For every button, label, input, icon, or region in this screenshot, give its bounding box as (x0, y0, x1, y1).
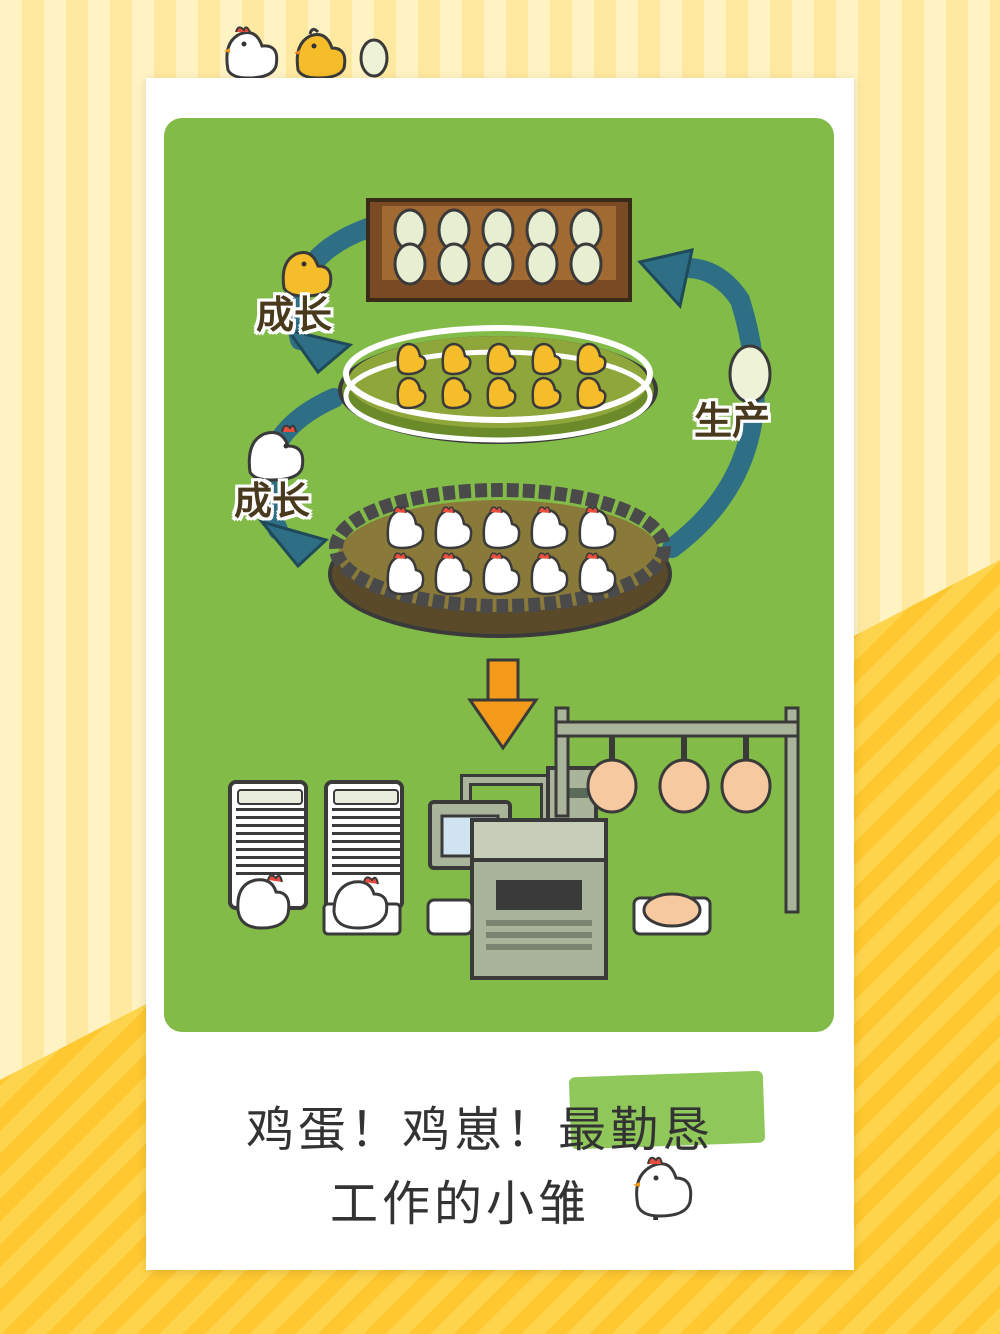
processing-machine (426, 766, 608, 980)
down-arrow-icon (467, 658, 539, 751)
chick-icon (396, 342, 427, 376)
chick-icon (576, 342, 607, 376)
chick-icon (294, 27, 347, 80)
egg-icon (393, 242, 427, 286)
egg-icon (481, 242, 515, 286)
chick-pen (338, 325, 658, 444)
chicken-icon (633, 1156, 693, 1218)
roast-chicken-icon (586, 758, 638, 814)
chicken-icon (530, 506, 569, 550)
top-icons-row (224, 26, 389, 80)
chick-icon (441, 376, 472, 410)
egg-icon (525, 242, 559, 286)
grow-label-top: 成长 (256, 293, 333, 337)
egg-icon (437, 242, 471, 286)
chicken-icon (247, 424, 305, 482)
egg-icon (728, 344, 772, 404)
chicken-icon (236, 874, 291, 930)
slogan-line1: 鸡蛋！鸡崽！最勤恳 (246, 1090, 714, 1160)
chicken-icon (386, 506, 425, 550)
chick-icon (441, 342, 472, 376)
slogan-line2-text: 工作的小雏 (330, 1176, 591, 1232)
cage-stack-left (228, 780, 308, 910)
slogan-line2: 工作的小雏! (330, 1164, 669, 1234)
chicken-icon (530, 552, 569, 596)
roast-chicken-icon (658, 758, 710, 814)
chicken-icon (434, 506, 473, 550)
grow-label-bottom: 成长 (234, 479, 311, 523)
slogan-line1-part1: 鸡蛋！鸡崽！ (246, 1102, 559, 1158)
chick-icon (486, 342, 517, 376)
hen-pen (328, 483, 672, 638)
egg-icon (569, 242, 603, 286)
chicken-icon (578, 552, 617, 596)
chicken-icon (482, 552, 521, 596)
chick-icon (396, 376, 427, 410)
plate-roast-chicken (632, 892, 712, 936)
roast-chicken-icon (720, 758, 772, 814)
chick-icon (531, 342, 562, 376)
chicken-icon (332, 876, 389, 930)
chick-icon (486, 376, 517, 410)
hanging-rack (554, 706, 800, 914)
chicken-icon (434, 552, 473, 596)
chicken-icon (578, 506, 617, 550)
chick-icon (531, 376, 562, 410)
chick-icon (281, 251, 333, 298)
chicken-icon (224, 26, 279, 80)
slogan-line1-highlight: 最勤恳 (558, 1102, 715, 1158)
produce-label: 生产 (694, 399, 771, 443)
chicken-icon (482, 506, 521, 550)
chick-icon (576, 376, 607, 410)
chicken-icon (386, 552, 425, 596)
egg-tray (366, 198, 632, 302)
egg-icon (359, 38, 389, 78)
